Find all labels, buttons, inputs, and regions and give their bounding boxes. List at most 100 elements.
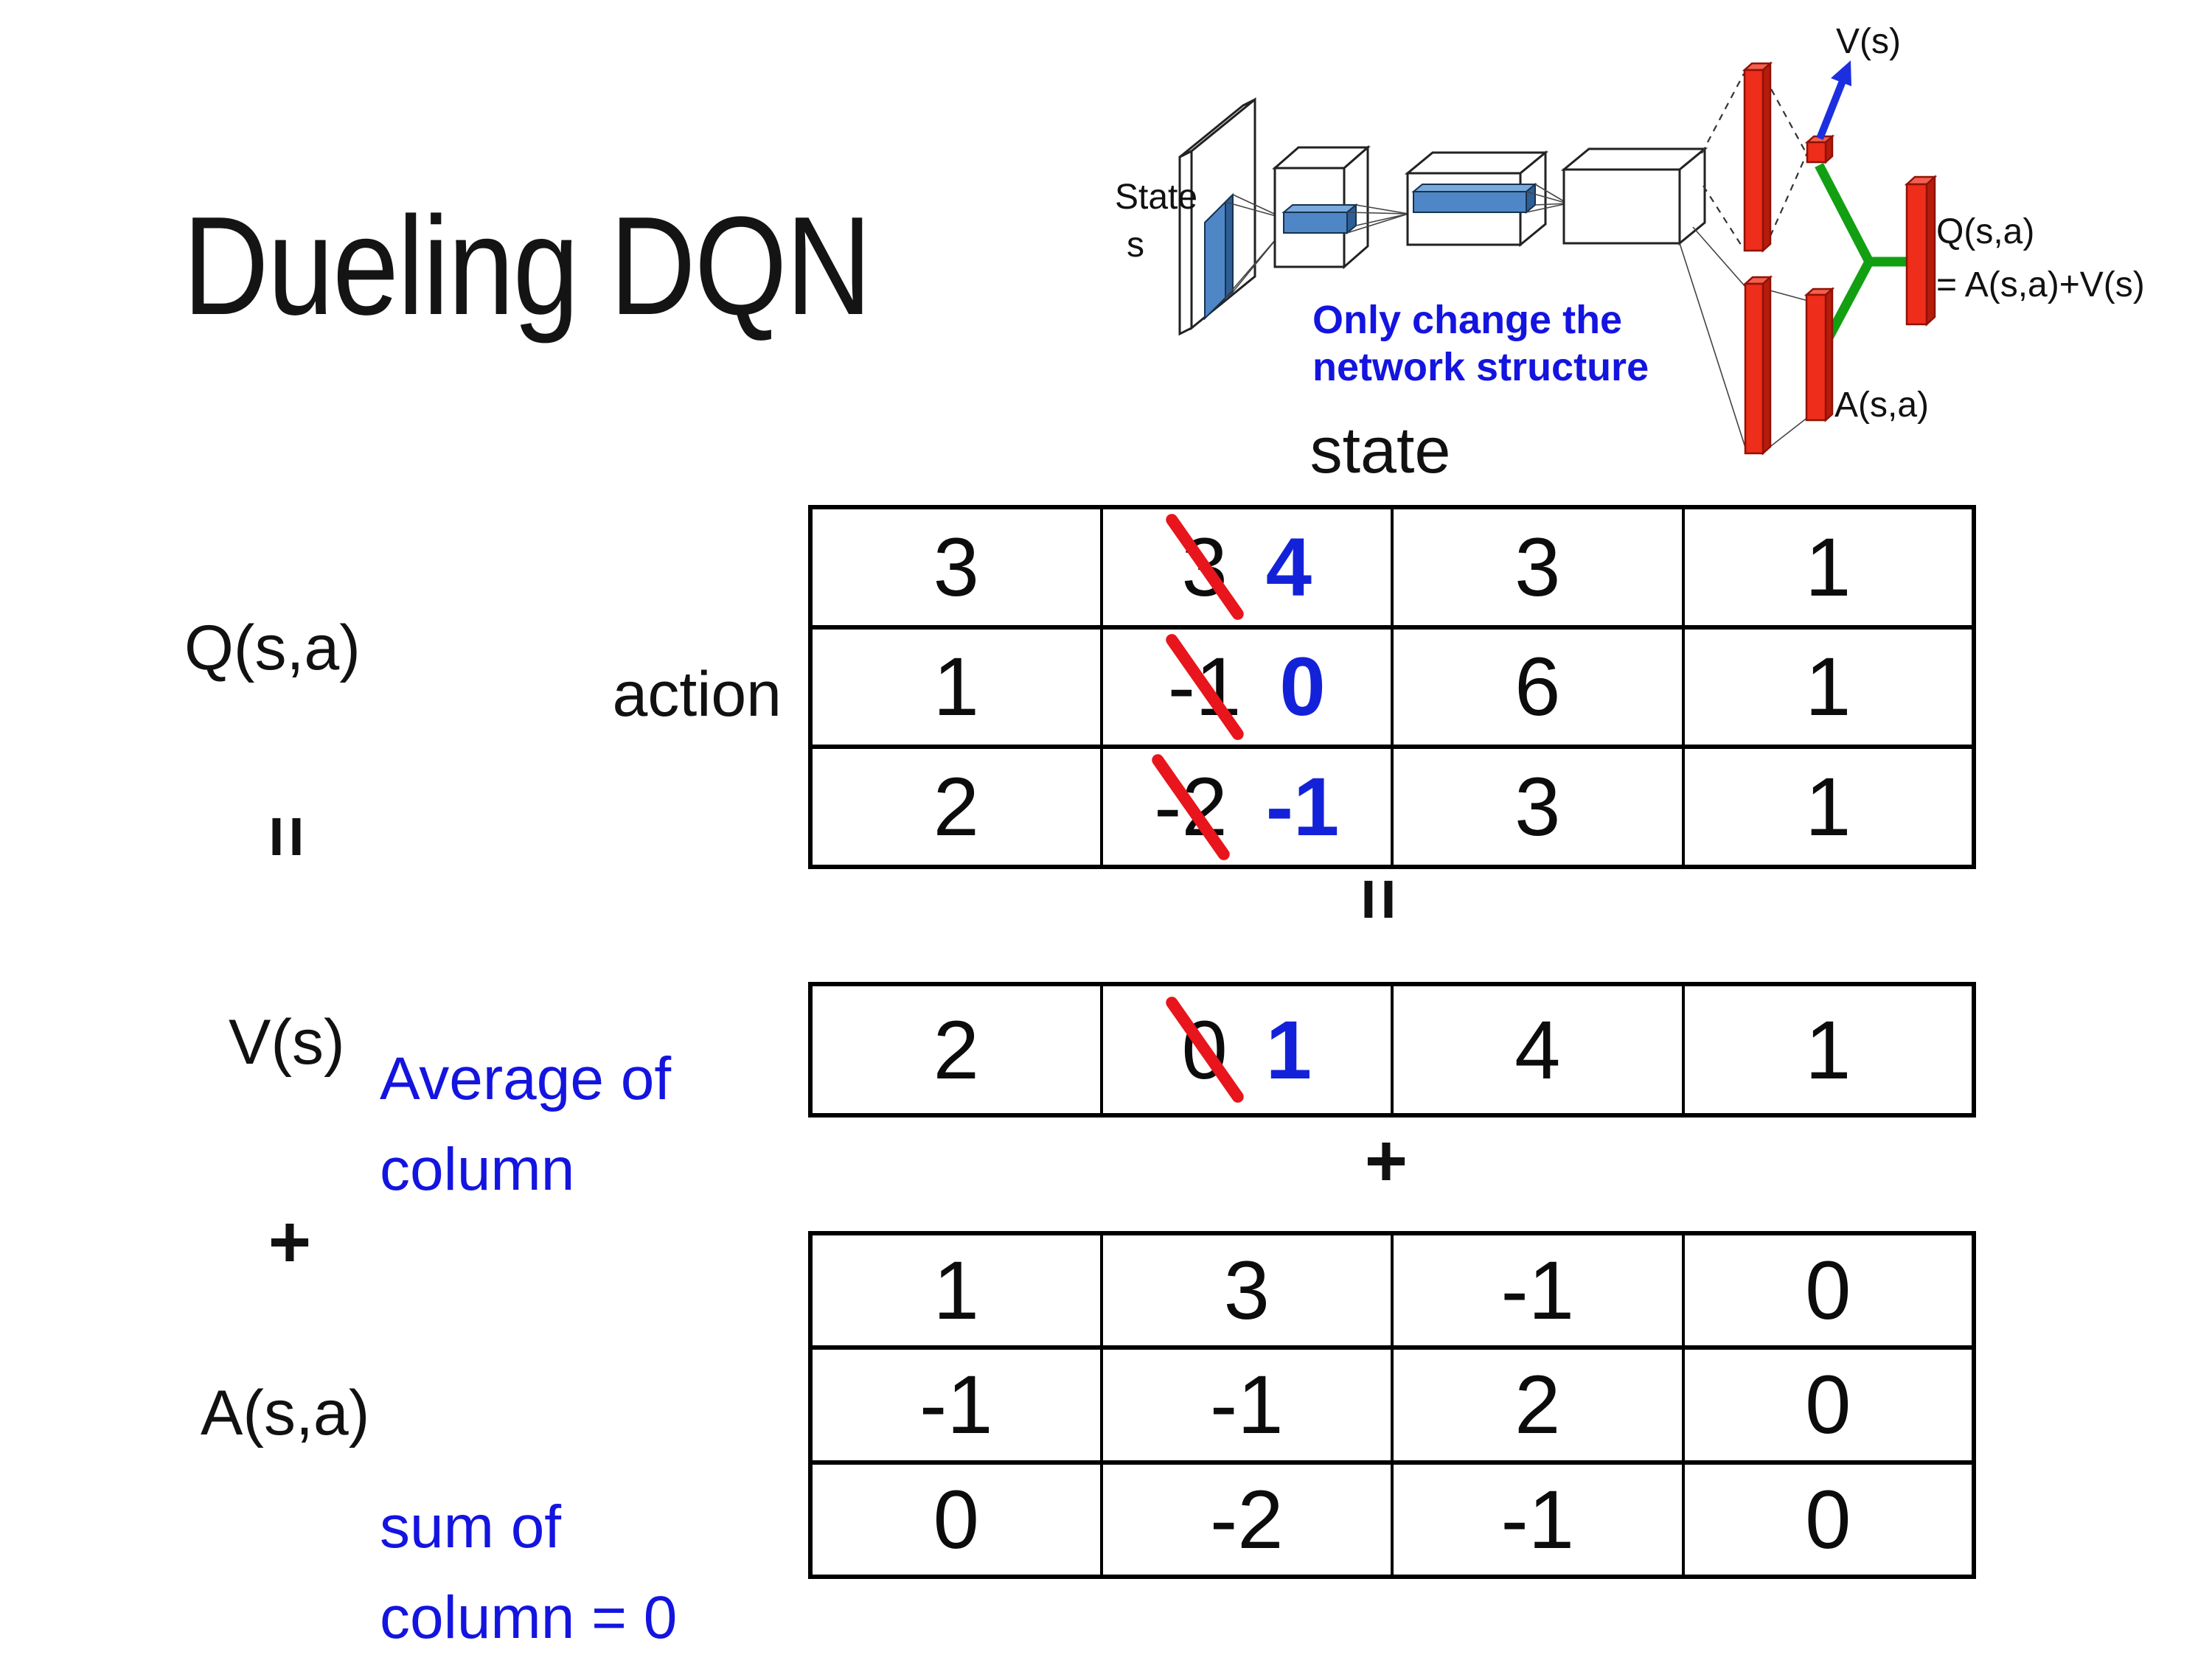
table-cell: 1 (809, 624, 1103, 750)
cell-value: 0 (1805, 1473, 1851, 1566)
cell-value: 3 (933, 520, 979, 613)
q-output-formula: = A(s,a)+V(s) (1936, 265, 2145, 304)
fc-dashed-lines (1701, 73, 1809, 250)
a-output-label: A(s,a) (1834, 386, 1929, 425)
v-matrix-label: V(s) (229, 1007, 345, 1078)
cell-value: 0 (933, 1473, 979, 1566)
table-cell: 1 (1681, 624, 1975, 750)
crossed-out-value: 0 (1163, 994, 1246, 1106)
cell-value: 3 (1514, 520, 1561, 613)
cell-value: 2 (933, 1003, 979, 1096)
conv-filter-icon (1411, 182, 1537, 215)
table-cell: -1 (1391, 1230, 1685, 1350)
a-matrix-label: A(s,a) (201, 1378, 370, 1448)
red-cross-icon (1163, 512, 1246, 623)
table-cell: -1 (1099, 1345, 1394, 1465)
value-node-box (1804, 134, 1835, 164)
corrected-value: 4 (1265, 520, 1312, 613)
table-row: 20141 (809, 982, 1975, 1118)
state-value-table: 20141 (808, 982, 1976, 1118)
corrected-value: 1 (1265, 1003, 1312, 1096)
cell-value: 6 (1514, 641, 1561, 733)
cell-value: 2 (933, 761, 979, 854)
cell-value: 0 (1805, 1244, 1851, 1337)
diagram-note-line1: Only change the (1312, 298, 1622, 342)
fc-bar-bottom (1742, 275, 1773, 456)
red-cross-icon (1163, 631, 1246, 743)
table-cell: 2 (809, 745, 1103, 869)
cell-value: 2 (1514, 1359, 1561, 1451)
diagram-note-line2: network structure (1312, 345, 1649, 389)
table-cell: 2 (1391, 1345, 1685, 1465)
table-cell: -1 (809, 1345, 1103, 1465)
crossed-out-value: -1 (1163, 631, 1246, 743)
average-note-line2: column (380, 1136, 575, 1203)
conv-filter-icon (1204, 192, 1234, 321)
table-cell: 3 (1099, 1230, 1394, 1350)
cell-value: 1 (1805, 761, 1851, 854)
equals-sign-left: = (246, 815, 329, 859)
dueling-network-diagram: State s V(s) Q(s,a) = A(s,a)+V(s) A(s,a)… (1115, 22, 2145, 456)
average-note-line1: Average of (380, 1045, 672, 1112)
table-cell: 4 (1391, 982, 1685, 1118)
projection-lines-2 (1346, 204, 1409, 234)
cell-value: -1 (919, 1359, 993, 1451)
sum-note-line2: column = 0 (380, 1584, 678, 1651)
cell-value: 0 (1805, 1359, 1851, 1451)
fc-bar-top (1742, 61, 1773, 253)
table-cell: 0 (1681, 1230, 1975, 1350)
table-cell: 1 (809, 1230, 1103, 1350)
v-output-label: V(s) (1836, 22, 1901, 61)
crossed-out-value: -2 (1150, 751, 1232, 862)
cell-value: 4 (1514, 1003, 1561, 1096)
advantage-bar (1804, 287, 1835, 422)
table-row: 0 -2 -1 0 (809, 1460, 1975, 1580)
plus-sign-left: + (268, 1200, 312, 1283)
table-cell: -2 -1 (1099, 745, 1394, 869)
cell-value: 1 (1805, 520, 1851, 613)
state-input-label-s: s (1127, 226, 1144, 265)
cell-value: -2 (1209, 1473, 1284, 1566)
corrected-value: -1 (1265, 761, 1340, 854)
v-arrow-icon (1816, 60, 1851, 140)
table-cell: 0 (1681, 1460, 1975, 1580)
table-cell: 1 (1681, 505, 1975, 630)
table-row: 2 -2 -1 3 1 (809, 745, 1975, 869)
table-cell: -1 0 (1099, 624, 1394, 750)
action-axis-label: action (612, 659, 782, 730)
projection-lines-3 (1526, 184, 1568, 213)
crossed-out-value: 3 (1163, 512, 1246, 623)
state-input-label: State (1115, 178, 1197, 217)
table-cell: 1 (1681, 745, 1975, 869)
plus-sign-middle: + (1364, 1119, 1408, 1202)
table-cell: 6 (1391, 624, 1685, 750)
cell-value: -1 (1500, 1244, 1575, 1337)
table-cell: 1 (1681, 982, 1975, 1118)
table-cell: 0 (809, 1460, 1103, 1580)
cell-value: -1 (1500, 1473, 1575, 1566)
cell-value: 1 (933, 641, 979, 733)
merge-y-icon (1815, 163, 1907, 344)
cell-value: 1 (933, 1244, 979, 1337)
sum-note-line1: sum of (380, 1493, 562, 1561)
fc-solid-lines (1679, 226, 1809, 452)
q-output-bar (1904, 175, 1938, 327)
table-cell: -1 (1391, 1460, 1685, 1580)
cell-value: 1 (1805, 641, 1851, 733)
cell-value: 3 (1514, 761, 1561, 854)
corrected-value: 0 (1279, 641, 1326, 733)
table-row: 33431 (809, 505, 1975, 630)
slide-title: Dueling DQN (183, 188, 872, 344)
average-note: Average of column (380, 1033, 671, 1215)
q-matrix-label: Q(s,a) (184, 613, 361, 683)
table-cell: 3 (809, 505, 1103, 630)
table-cell: 01 (1099, 982, 1394, 1118)
table-cell: 2 (809, 982, 1103, 1118)
table-row: 1 3 -1 0 (809, 1230, 1975, 1350)
table-row: 1 -1 0 6 1 (809, 624, 1975, 750)
cell-value: 3 (1223, 1244, 1270, 1337)
q-output-label: Q(s,a) (1936, 212, 2034, 251)
cell-value: 1 (1805, 1003, 1851, 1096)
